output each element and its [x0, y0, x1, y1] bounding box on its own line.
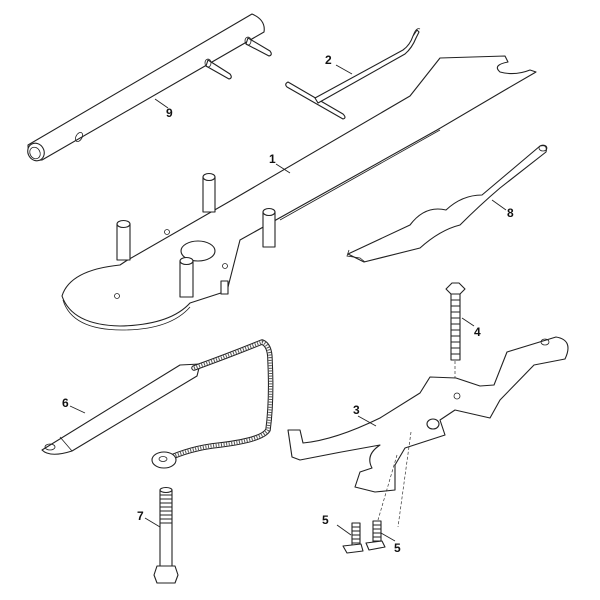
callout-5-left: 5	[322, 513, 329, 527]
callout-2: 2	[325, 53, 332, 67]
callout-1: 1	[269, 152, 276, 166]
callout-3: 3	[353, 403, 360, 417]
part-5-bolt-left	[336, 522, 364, 554]
part-8-lever	[346, 144, 548, 263]
pin	[262, 207, 276, 248]
part-3-bracket	[287, 336, 569, 528]
part-6-strap	[41, 339, 274, 469]
part-5-bolt-right	[365, 520, 396, 551]
pin	[179, 256, 194, 298]
pin	[202, 172, 216, 213]
part-7-bolt	[144, 486, 179, 584]
part-4-long-bolt	[445, 282, 475, 392]
callout-4: 4	[474, 325, 481, 339]
braided-cable	[162, 339, 274, 463]
pin	[116, 219, 131, 261]
callout-6: 6	[62, 396, 69, 410]
callout-9: 9	[166, 106, 173, 120]
callout-8: 8	[507, 206, 514, 220]
callout-7: 7	[137, 509, 144, 523]
part-2-t-handle	[285, 28, 421, 120]
callout-5-right: 5	[394, 541, 401, 555]
part-9-bar	[27, 13, 272, 162]
part-1-wrench-plate	[61, 55, 537, 331]
